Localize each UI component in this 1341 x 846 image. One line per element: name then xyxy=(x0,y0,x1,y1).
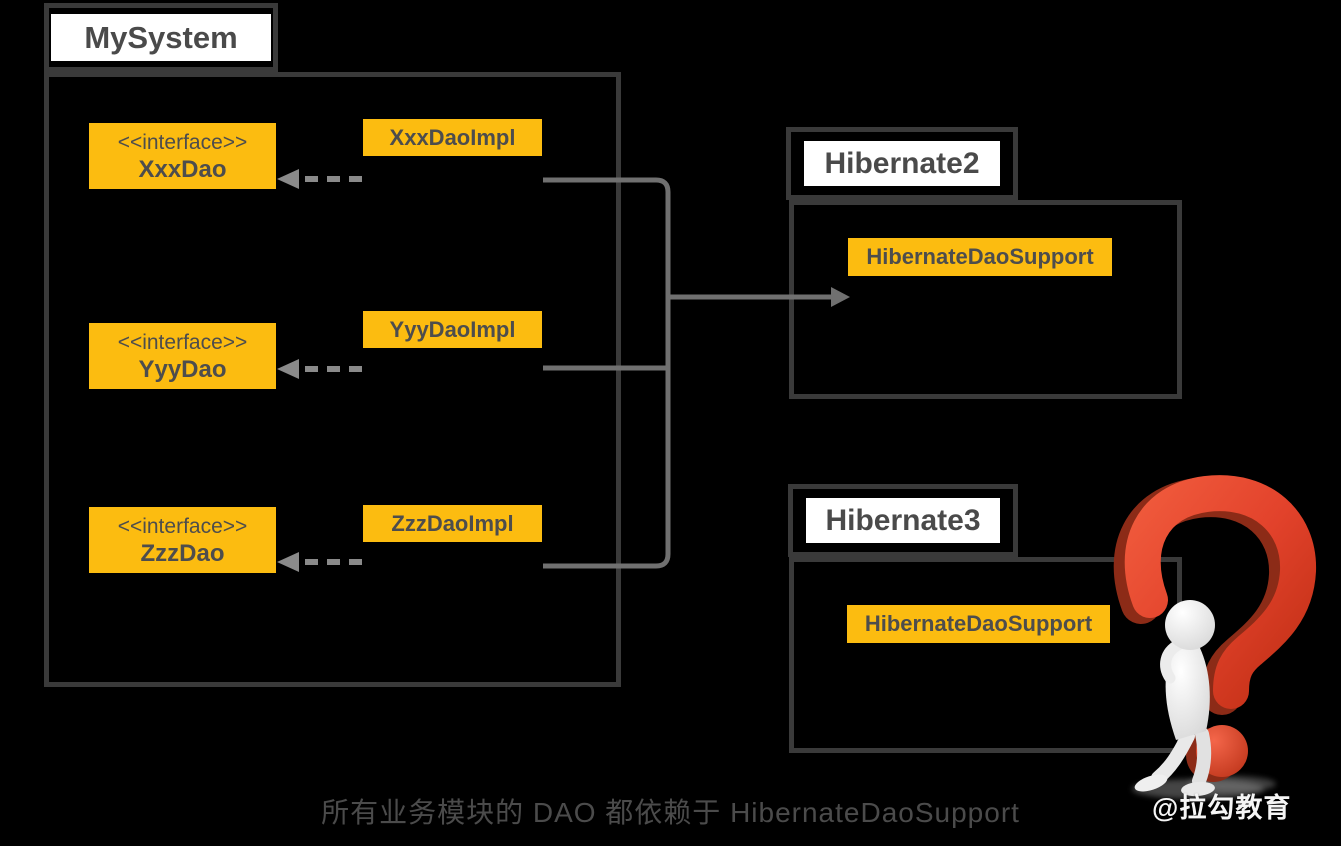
interface-name: XxxDao xyxy=(138,155,227,183)
package-label-hibernate3: Hibernate3 xyxy=(806,498,1000,543)
class-box-hibernatedaosupport-3: HibernateDaoSupport xyxy=(847,605,1110,643)
package-tab-mysystem: MySystem xyxy=(44,3,278,72)
stereotype-label: <<interface>> xyxy=(117,514,248,538)
package-label-hibernate2: Hibernate2 xyxy=(804,141,1000,186)
class-box-xxxdaoimpl: XxxDaoImpl xyxy=(363,119,542,156)
package-tab-hibernate3: Hibernate3 xyxy=(788,484,1018,557)
interface-name: YyyDao xyxy=(138,355,227,383)
interface-name: ZzzDao xyxy=(140,539,225,567)
watermark-text: @拉勾教育 xyxy=(1152,793,1292,823)
interface-box-zzzdao: <<interface>> ZzzDao xyxy=(89,507,276,573)
package-tab-hibernate2: Hibernate2 xyxy=(786,127,1018,200)
caption-text: 所有业务模块的 DAO 都依赖于 HibernateDaoSupport xyxy=(321,797,1020,828)
stereotype-label: <<interface>> xyxy=(117,330,248,354)
interface-box-yyydao: <<interface>> YyyDao xyxy=(89,323,276,389)
package-body-hibernate3 xyxy=(789,557,1182,753)
stereotype-label: <<interface>> xyxy=(117,130,248,154)
class-box-hibernatedaosupport-2: HibernateDaoSupport xyxy=(848,238,1112,276)
class-box-zzzdaoimpl: ZzzDaoImpl xyxy=(363,505,542,542)
question-mark-dot xyxy=(1196,725,1248,777)
class-box-yyydaoimpl: YyyDaoImpl xyxy=(363,311,542,348)
package-label-mysystem: MySystem xyxy=(51,14,271,61)
interface-box-xxxdao: <<interface>> XxxDao xyxy=(89,123,276,189)
package-body-hibernate2 xyxy=(789,200,1182,399)
